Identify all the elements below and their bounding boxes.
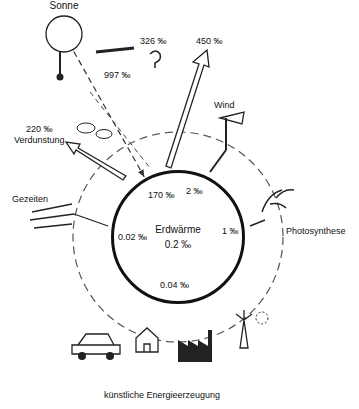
cloud	[96, 130, 112, 139]
value-label: 170 ‰	[148, 190, 175, 201]
sun-disc	[46, 16, 82, 52]
thermometer	[59, 50, 61, 74]
value-label: Gezeiten	[12, 194, 48, 205]
car-icon	[72, 334, 120, 354]
value-label: 997 ‰	[104, 70, 131, 81]
wind-flag	[220, 112, 244, 124]
node-text: Erdwärme	[155, 224, 201, 236]
sun-heading: Sonne	[50, 0, 79, 12]
value-label: 1 ‰	[222, 226, 239, 237]
gear-icon	[256, 312, 268, 324]
sun-ray	[90, 92, 150, 168]
reflection-symbol	[150, 51, 160, 68]
value-label: künstliche Energieerzeugung	[104, 390, 220, 401]
car-wheel	[106, 352, 114, 360]
value-label: 450 ‰	[196, 36, 223, 47]
value-label: 220 ‰	[26, 124, 53, 135]
thermometer-bulb	[57, 74, 64, 81]
reflection-arrow	[96, 48, 134, 52]
plant-symbol	[250, 190, 294, 226]
value-label: 0.02 ‰	[118, 232, 147, 243]
house-icon	[136, 328, 158, 352]
heat-radiation-arrow	[166, 50, 209, 168]
tide-line	[74, 214, 108, 226]
sun-node: Sonne	[36, 0, 92, 64]
arrowhead	[138, 169, 144, 177]
value-label: Photosynthese	[286, 226, 346, 237]
value-label: Verdunstung	[14, 135, 65, 146]
tide-waves	[30, 204, 74, 228]
value-label: 0.04 ‰	[160, 280, 189, 291]
factory-icon	[178, 330, 212, 362]
sun-symbol	[40, 12, 88, 58]
value-label: Wind	[214, 100, 235, 111]
sunlight-line	[74, 51, 144, 176]
node-text: 0.2 ‰	[165, 239, 192, 251]
car-wheel	[78, 352, 86, 360]
wind-pole	[210, 118, 226, 172]
value-label: 326 ‰	[140, 36, 167, 47]
value-label: 2 ‰	[186, 186, 203, 197]
evaporation-arrow	[66, 142, 126, 180]
cloud	[77, 123, 95, 133]
sunlight-connector	[74, 51, 144, 176]
windmill-icon	[236, 310, 252, 348]
